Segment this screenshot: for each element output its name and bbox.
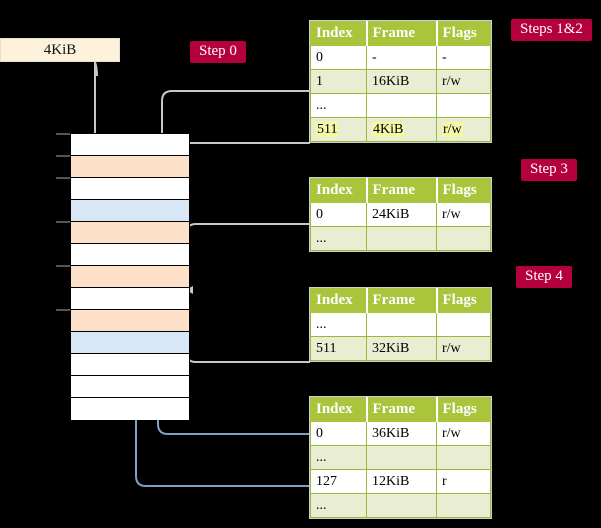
table-header-cell: Flags — [435, 21, 491, 46]
memory-row-tick — [56, 265, 70, 267]
table-cell: 127 — [310, 469, 367, 494]
memory-row-tick — [56, 177, 70, 179]
memory-row — [71, 354, 189, 376]
table-cell: 1 — [310, 69, 367, 94]
table-cell: - — [366, 45, 437, 70]
cell-highlight: 4KiB — [372, 121, 405, 137]
table-cell — [366, 226, 437, 251]
table-cell — [436, 493, 491, 518]
badge-steps-1-2: Steps 1&2 — [511, 19, 592, 41]
table-row[interactable]: ... — [310, 312, 491, 337]
table-row[interactable]: ... — [310, 445, 491, 470]
table-header-cell: Index — [310, 178, 367, 203]
table-cell: 0 — [310, 202, 367, 227]
physical-memory-column — [70, 133, 190, 420]
badge-step-0: Step 0 — [190, 41, 246, 63]
table-header-cell: Frame — [365, 397, 437, 422]
badge-step-4: Step 4 — [516, 266, 572, 288]
table-cell: 12KiB — [366, 469, 437, 494]
memory-row — [71, 398, 189, 420]
memory-row-tick — [56, 309, 70, 311]
memory-row — [71, 134, 189, 156]
table-row[interactable]: 511 4KiB r/w — [310, 117, 491, 142]
table-row[interactable]: ... — [310, 226, 491, 251]
memory-row — [71, 222, 189, 244]
memory-row — [71, 310, 189, 332]
table-header-cell: Flags — [435, 397, 491, 422]
table-header-cell: Frame — [365, 288, 437, 313]
cell-highlight: 511 — [316, 121, 339, 137]
table-header-cell: Index — [310, 288, 367, 313]
memory-row — [71, 332, 189, 354]
table-cell: ... — [310, 226, 367, 251]
table-row[interactable]: ... — [310, 93, 491, 118]
table-header-cell: Index — [310, 397, 367, 422]
source-frame-label: 4KiB — [43, 41, 77, 58]
table-cell: ... — [310, 445, 367, 470]
memory-row — [71, 288, 189, 310]
table-cell: 0 — [310, 45, 367, 70]
table-cell: r/w — [436, 336, 491, 361]
table-header-cell: Flags — [435, 178, 491, 203]
table-cell: r/w — [436, 117, 491, 142]
table-cell — [436, 93, 491, 118]
table-cell: 16KiB — [366, 69, 437, 94]
memory-row — [71, 244, 189, 266]
table-cell — [366, 445, 437, 470]
table-header-cell: Frame — [365, 178, 437, 203]
table-cell: 24KiB — [366, 202, 437, 227]
table-cell: 0 — [310, 421, 367, 446]
memory-row — [71, 266, 189, 288]
memory-row-tick — [56, 133, 70, 135]
table-cell: 36KiB — [366, 421, 437, 446]
table-header-cell: Index — [310, 21, 367, 46]
table-header-cell: Flags — [435, 288, 491, 313]
table-cell: 511 — [310, 336, 367, 361]
table-cell: 4KiB — [366, 117, 437, 142]
memory-row — [71, 200, 189, 222]
table-cell — [436, 312, 491, 337]
table-cell: ... — [310, 93, 367, 118]
memory-row — [71, 178, 189, 200]
memory-row-tick — [56, 155, 70, 157]
table-cell: r/w — [436, 421, 491, 446]
table-cell — [366, 93, 437, 118]
badge-step-3: Step 3 — [521, 159, 577, 181]
table-cell: r — [436, 469, 491, 494]
table-cell — [366, 312, 437, 337]
source-frame-box: 4KiB — [0, 38, 120, 62]
table-cell — [436, 226, 491, 251]
memory-row — [71, 376, 189, 398]
table-header-cell: Frame — [365, 21, 437, 46]
table-cell: 32KiB — [366, 336, 437, 361]
table-cell: - — [436, 45, 491, 70]
memory-row-tick — [56, 221, 70, 223]
table-row[interactable]: ... — [310, 493, 491, 518]
cell-highlight: r/w — [442, 121, 463, 137]
table-cell: ... — [310, 312, 367, 337]
table-cell: ... — [310, 493, 367, 518]
table-cell: r/w — [436, 69, 491, 94]
table-cell — [436, 445, 491, 470]
table-row[interactable]: 0-- — [310, 45, 491, 70]
memory-row — [71, 156, 189, 178]
table-cell: 511 — [310, 117, 367, 142]
table-cell: r/w — [436, 202, 491, 227]
table-cell — [366, 493, 437, 518]
